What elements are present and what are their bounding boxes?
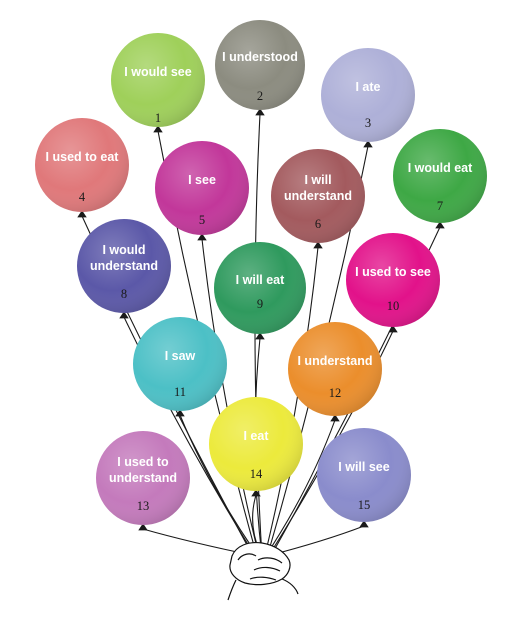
balloon-label: I eat — [243, 429, 269, 443]
balloon-shading — [288, 322, 382, 416]
balloon-11: I saw 11 — [133, 317, 227, 417]
balloon-label: I will — [304, 173, 331, 187]
balloon-3: I ate 3 — [321, 48, 415, 148]
balloon-9: I will eat 9 — [214, 242, 306, 340]
balloon-label: I would see — [124, 65, 191, 79]
balloon-string — [201, 238, 260, 557]
balloon-shading — [317, 428, 411, 522]
balloon-number: 1 — [155, 111, 161, 125]
balloon-knot — [388, 325, 398, 333]
balloon-string — [264, 246, 319, 557]
balloon-number: 9 — [257, 297, 263, 311]
balloon-7: I would eat 7 — [393, 129, 487, 229]
balloon-13: I used to understand 13 — [96, 431, 190, 531]
balloon-number: 3 — [365, 116, 371, 130]
balloon-knot — [313, 241, 323, 249]
balloon-number: 11 — [174, 385, 186, 399]
balloon-label: I understand — [297, 354, 372, 368]
balloon-8: I would understand 8 — [77, 219, 171, 319]
balloon-shading — [111, 33, 205, 127]
balloon-label: understand — [109, 471, 177, 485]
balloon-label: I will eat — [236, 273, 285, 287]
balloon-label: I would — [102, 243, 145, 257]
balloon-label: I ate — [355, 80, 380, 94]
balloon-knot — [255, 108, 265, 116]
balloon-label: I used to eat — [46, 150, 120, 164]
balloon-knot — [77, 210, 87, 218]
balloon-number: 15 — [358, 498, 371, 512]
balloon-knot — [255, 332, 265, 340]
balloon-number: 4 — [79, 190, 86, 204]
balloon-shading — [133, 317, 227, 411]
balloon-knot — [175, 409, 185, 417]
balloon-label: I used to see — [355, 265, 431, 279]
balloon-number: 2 — [257, 89, 263, 103]
balloon-shading — [96, 431, 190, 525]
balloon-string — [265, 419, 336, 557]
balloon-number: 6 — [315, 217, 321, 231]
balloon-shading — [215, 20, 305, 110]
balloon-5: I see 5 — [155, 141, 249, 241]
balloon-knot — [330, 414, 340, 422]
balloon-number: 10 — [387, 299, 400, 313]
balloon-label: I will see — [338, 460, 389, 474]
balloon-number: 5 — [199, 213, 205, 227]
balloon-label: I would eat — [408, 161, 473, 175]
balloon-shading — [155, 141, 249, 235]
balloon-6: I will understand 6 — [271, 149, 365, 249]
hand-illustration — [227, 541, 299, 601]
balloon-knot — [138, 523, 148, 531]
balloon-number: 8 — [121, 287, 127, 301]
balloon-shading — [35, 118, 129, 212]
balloon-number: 13 — [137, 499, 150, 513]
balloon-label: I see — [188, 173, 216, 187]
balloon-2: I understood 2 — [215, 20, 305, 116]
balloon-knot — [197, 233, 207, 241]
balloon-shading — [271, 149, 365, 243]
balloon-string — [179, 414, 259, 557]
balloon-label: I used to — [117, 455, 169, 469]
balloon-knot — [119, 311, 129, 319]
balloon-knot — [363, 140, 373, 148]
balloon-knot — [435, 221, 445, 229]
balloon-label: I understood — [222, 50, 298, 64]
balloon-14: I eat 14 — [209, 397, 303, 497]
balloon-shading — [393, 129, 487, 223]
balloon-shading — [321, 48, 415, 142]
balloon-knot — [251, 489, 261, 497]
balloon-label: I saw — [165, 349, 196, 363]
balloon-number: 7 — [437, 199, 443, 213]
balloon-label: understand — [90, 259, 158, 273]
balloon-1: I would see 1 — [111, 33, 205, 133]
balloon-number: 12 — [329, 386, 342, 400]
balloon-knot — [359, 520, 369, 528]
balloon-shading — [214, 242, 306, 334]
balloon-15: I will see 15 — [317, 428, 411, 528]
balloon-shading — [77, 219, 171, 313]
balloon-4: I used to eat 4 — [35, 118, 129, 218]
balloon-shading — [346, 233, 440, 327]
balloon-knot — [153, 125, 163, 133]
balloon-10: I used to see 10 — [346, 233, 440, 333]
balloon-12: I understand 12 — [288, 322, 382, 422]
balloon-shading — [209, 397, 303, 491]
balloon-label: understand — [284, 189, 352, 203]
balloon-number: 14 — [250, 467, 263, 481]
